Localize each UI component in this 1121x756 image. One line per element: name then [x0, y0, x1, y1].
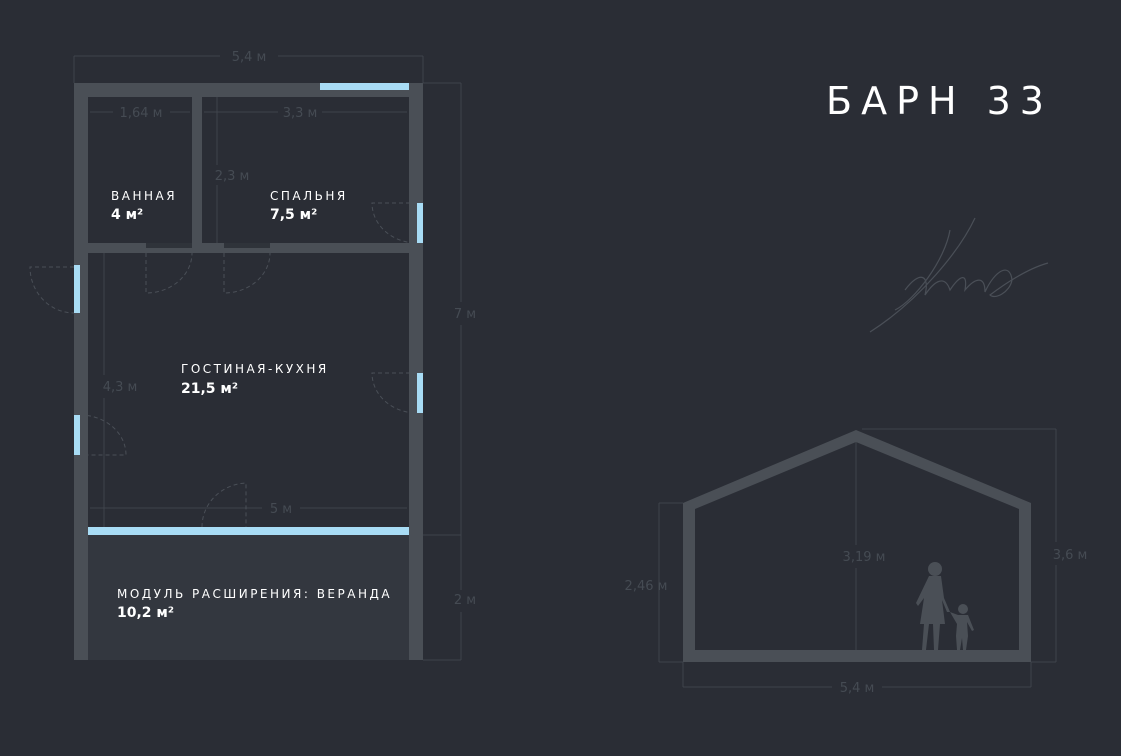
door-swings [29, 202, 418, 528]
people-silhouette-icon [916, 562, 974, 650]
section-dimension-lines [658, 428, 1057, 688]
dim-veranda-depth: 2 м [454, 593, 476, 608]
room-name-bedroom: СПАЛЬНЯ [270, 189, 348, 203]
window-living-right [417, 373, 423, 413]
cross-section: 2,46 м 3,19 м 3,6 м 5,4 м [625, 428, 1088, 696]
dim-inner-height: 3,19 м [843, 550, 886, 565]
signature-logo [869, 217, 1049, 333]
dim-bedroom-depth: 2,3 м [215, 169, 250, 184]
room-name-veranda: МОДУЛЬ РАСШИРЕНИЯ: ВЕРАНДА [117, 587, 392, 601]
dim-bath-width: 1,64 м [120, 106, 163, 121]
dim-total-width: 5,4 м [232, 50, 267, 65]
room-name-bath: ВАННАЯ [111, 189, 177, 203]
dim-living-depth: 4,3 м [103, 380, 138, 395]
windows [74, 83, 423, 535]
page-title: БАРН 33 [826, 79, 1053, 123]
window-top [320, 83, 409, 90]
window-living-left [74, 265, 80, 313]
window-veranda [88, 527, 409, 535]
plan-dimension-lines [73, 55, 462, 661]
door-openings [146, 243, 270, 248]
veranda-floor [88, 535, 409, 660]
dim-total-height: 3,6 м [1053, 548, 1088, 563]
window-bedroom [417, 203, 423, 243]
dim-total-length: 7 м [454, 307, 476, 322]
floor-plan: 5,4 м 1,64 м 3,3 м 2,3 м 7 м 4,3 м 5 м 2… [29, 50, 476, 661]
dim-section-width: 5,4 м [840, 681, 875, 696]
dim-wall-height: 2,46 м [625, 579, 668, 594]
dim-bedroom-width: 3,3 м [283, 106, 318, 121]
room-name-living: ГОСТИНАЯ-КУХНЯ [181, 362, 329, 376]
room-area-veranda: 10,2 м² [117, 605, 174, 621]
room-area-bath: 4 м² [111, 207, 143, 223]
window-living-left-2 [74, 415, 80, 455]
section-walls [683, 430, 1031, 662]
dim-living-width: 5 м [270, 502, 292, 517]
room-area-bedroom: 7,5 м² [270, 207, 317, 223]
room-area-living: 21,5 м² [181, 381, 238, 397]
